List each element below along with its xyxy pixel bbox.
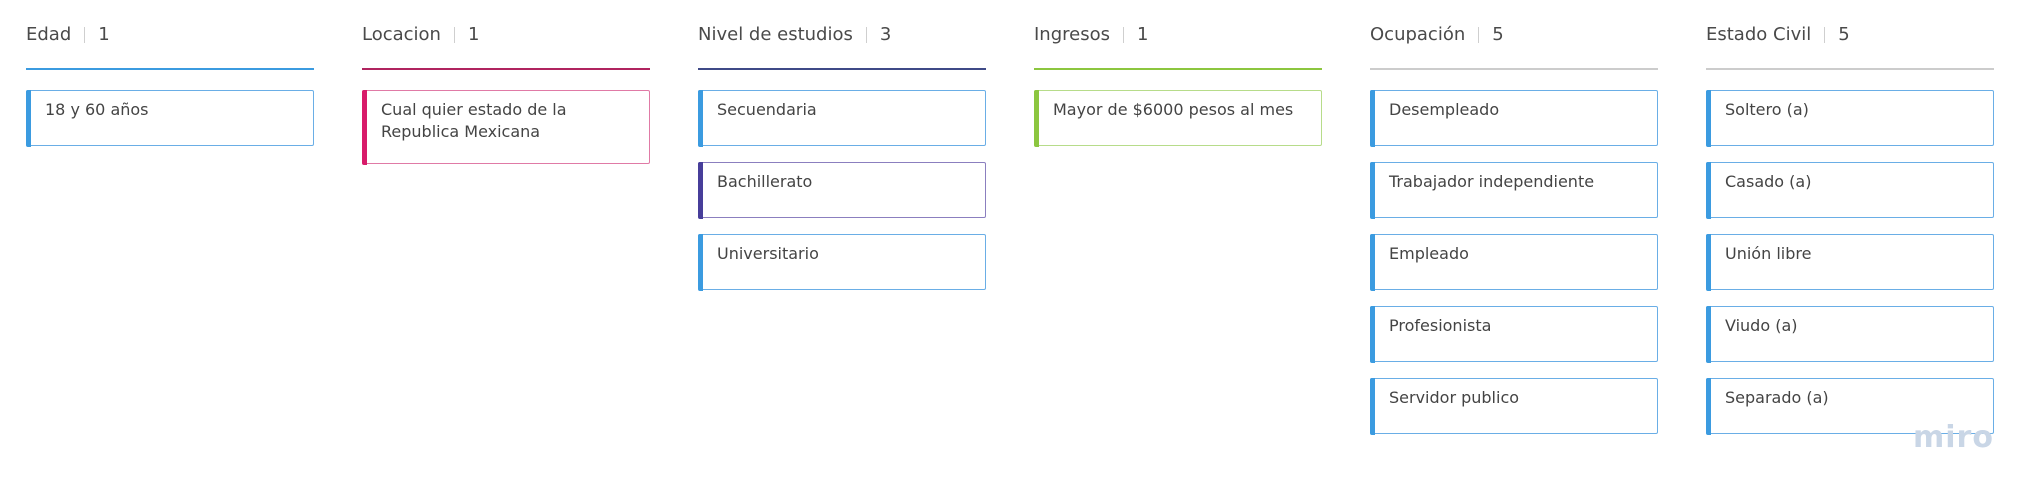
column-header[interactable]: Nivel de estudios 3 [698,20,986,70]
card[interactable]: Soltero (a) [1705,89,1994,147]
card-count: 1 [467,24,480,45]
card-color-stripe [1705,161,1711,219]
card-text: Bachillerato [717,172,813,191]
card-color-stripe [1369,161,1375,219]
card-color-stripe [697,233,703,291]
card[interactable]: Secuendaria [697,89,986,147]
card[interactable]: Servidor publico [1369,377,1658,435]
card[interactable]: Profesionista [1369,305,1658,363]
card-text: Desempleado [1389,100,1500,119]
card[interactable]: Viudo (a) [1705,305,1994,363]
column-title: Estado Civil [1706,24,1812,45]
column-title-group: Nivel de estudios 3 [698,22,891,48]
column-header[interactable]: Locacion 1 [362,20,650,70]
card-color-stripe [1369,377,1375,435]
card-color-stripe [1705,305,1711,363]
card-color-stripe [361,89,367,165]
column-header[interactable]: Edad 1 [26,20,314,70]
column-header[interactable]: Ingresos 1 [1034,20,1322,70]
column-title: Edad [26,24,72,45]
column-title: Ocupación [1370,24,1466,45]
card-count: 5 [1492,24,1504,45]
card[interactable]: Unión libre [1705,233,1994,291]
column-title: Nivel de estudios [698,24,853,45]
column-title-group: Edad 1 [26,22,110,48]
card-color-stripe [1705,89,1711,147]
card-text: Secuendaria [717,100,817,119]
title-separator [1478,27,1480,43]
card-text: Mayor de $6000 pesos al mes [1053,100,1294,119]
card[interactable]: Mayor de $6000 pesos al mes [1033,89,1322,147]
card-text: Separado (a) [1725,388,1829,407]
card-text: Viudo (a) [1725,316,1798,335]
card-text: 18 y 60 años [45,100,149,119]
column-header[interactable]: Estado Civil 5 [1706,20,1994,70]
card-color-stripe [1369,233,1375,291]
card-count: 1 [98,24,110,45]
card[interactable]: Bachillerato [697,161,986,219]
column-title: Ingresos [1034,24,1110,45]
card-color-stripe [1369,89,1375,147]
card[interactable]: Universitario [697,233,986,291]
card-color-stripe [1705,233,1711,291]
card-text: Unión libre [1725,244,1812,263]
card-text: Trabajador independiente [1389,172,1595,191]
card-text: Universitario [717,244,819,263]
card[interactable]: Casado (a) [1705,161,1994,219]
card[interactable]: 18 y 60 años [25,89,314,147]
card-color-stripe [697,161,703,219]
title-separator [84,27,86,43]
miro-watermark-logo: miro [1913,420,1994,455]
card-count: 1 [1137,24,1149,45]
card[interactable]: Trabajador independiente [1369,161,1658,219]
card-text: Empleado [1389,244,1469,263]
card-text: Cual quier estado de la Republica Mexica… [381,100,567,141]
card[interactable]: Separado (a) [1705,377,1994,435]
card-text: Profesionista [1389,316,1492,335]
column-title: Locacion [362,24,441,45]
card-color-stripe [25,89,31,147]
title-separator [1123,27,1124,43]
title-separator [865,27,867,43]
card-color-stripe [1033,89,1039,147]
card-text: Casado (a) [1725,172,1812,191]
column-title-group: Estado Civil 5 [1706,22,1850,48]
card-text: Servidor publico [1389,388,1520,407]
card-text: Soltero (a) [1725,100,1809,119]
card-count: 5 [1838,24,1850,45]
column-header[interactable]: Ocupación 5 [1370,20,1658,70]
card[interactable]: Cual quier estado de la Republica Mexica… [361,89,650,165]
card[interactable]: Desempleado [1369,89,1658,147]
title-separator [1824,27,1826,43]
card-count: 3 [879,24,892,45]
card-color-stripe [1705,377,1711,435]
card[interactable]: Empleado [1369,233,1658,291]
column-title-group: Ocupación 5 [1370,22,1504,48]
column-title-group: Locacion 1 [362,22,479,48]
title-separator [453,27,455,43]
card-color-stripe [1369,305,1375,363]
column-title-group: Ingresos 1 [1034,22,1148,48]
card-color-stripe [697,89,703,147]
